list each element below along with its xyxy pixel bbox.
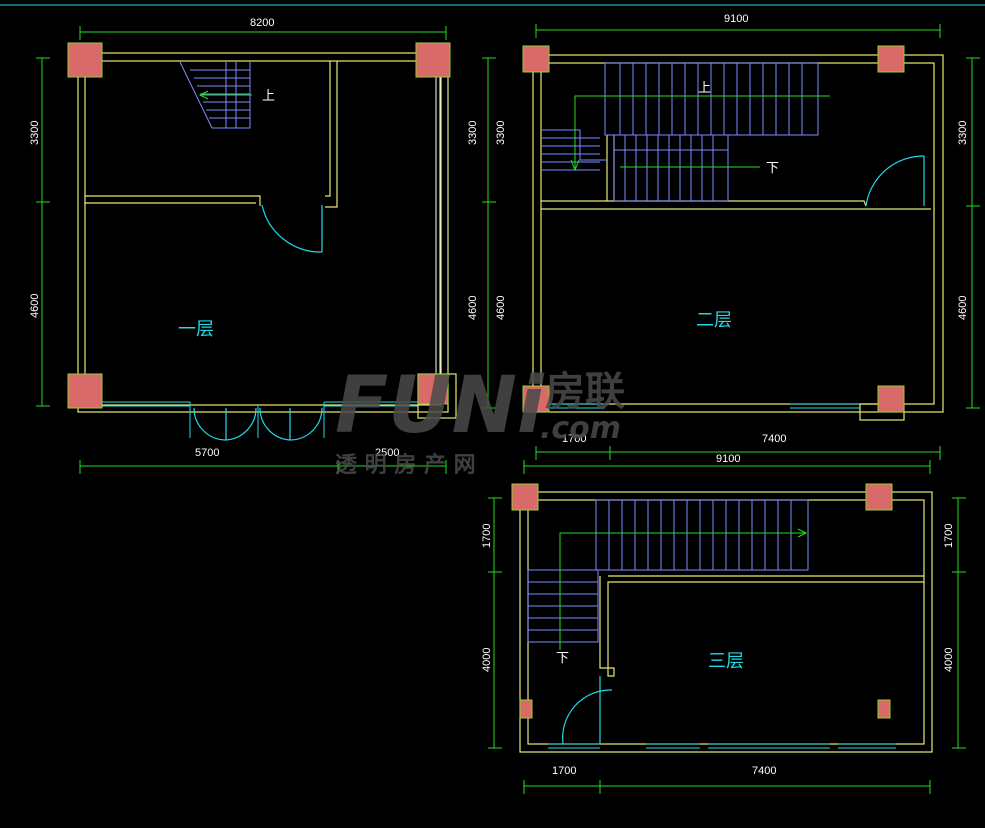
dim-second-bottom-right: 7400 (762, 433, 786, 445)
dim-third-top: 9100 (716, 453, 740, 465)
column (522, 385, 550, 413)
column (519, 699, 533, 719)
dim-first-top: 8200 (250, 17, 274, 29)
dim-third-bottom-left: 1700 (552, 765, 576, 777)
dim-second-right-bottom: 4600 (957, 296, 969, 320)
dim-second-left-top: 3300 (467, 121, 479, 145)
column (877, 385, 905, 413)
second-floor-plan: 9100 3300 4600 3300 4600 3300 4600 1700 … (467, 13, 980, 460)
first-floor-label: 一层 (178, 319, 214, 339)
dim-second-left-bottom: 4600 (467, 296, 479, 320)
column (415, 42, 451, 78)
second-floor-label: 二层 (696, 310, 732, 330)
dim-second-top: 9100 (724, 13, 748, 25)
first-stair-up-note: 上 (262, 88, 275, 103)
column (877, 45, 905, 73)
dim-third-right-top: 1700 (943, 524, 955, 548)
second-stair-up-note: 上 (698, 80, 711, 95)
watermark: FUNi 房联 .com 透 明 房 产 网 (335, 361, 625, 478)
column (522, 45, 550, 73)
watermark-sub: .com (540, 411, 621, 446)
dim-third-left-top: 1700 (481, 524, 493, 548)
column (877, 699, 891, 719)
second-stair-down-note: 下 (766, 160, 779, 175)
first-floor-plan: 8200 3300 4600 5700 2500 (29, 17, 457, 474)
dim-third-left-bottom: 4000 (481, 648, 493, 672)
column (67, 42, 103, 78)
dim-first-left-bottom: 4600 (29, 294, 41, 318)
third-floor-plan: 9100 1700 4000 1700 4000 1700 7400 (481, 453, 966, 794)
dim-first-bottom-left: 5700 (195, 447, 219, 459)
dim-second-bottom-left: 1700 (562, 433, 586, 445)
dim-first-bottom-right: 2500 (375, 447, 399, 459)
dim-third-right-bottom: 4000 (943, 648, 955, 672)
column (417, 373, 449, 405)
watermark-logo-cn: 房联 (545, 369, 625, 415)
dim-third-bottom-right: 7400 (752, 765, 776, 777)
third-floor-label: 三层 (708, 651, 744, 671)
column (511, 483, 539, 511)
column (865, 483, 893, 511)
watermark-tagline: 透 明 房 产 网 (335, 452, 476, 478)
dim-second-left-bottom-inner: 4600 (495, 296, 507, 320)
dim-first-left-top: 3300 (29, 121, 41, 145)
dim-second-right-top: 3300 (957, 121, 969, 145)
column (67, 373, 103, 409)
third-stair-down-note: 下 (556, 650, 569, 665)
dim-second-left-top-inner: 3300 (495, 121, 507, 145)
watermark-logo: FUNi (335, 361, 545, 451)
